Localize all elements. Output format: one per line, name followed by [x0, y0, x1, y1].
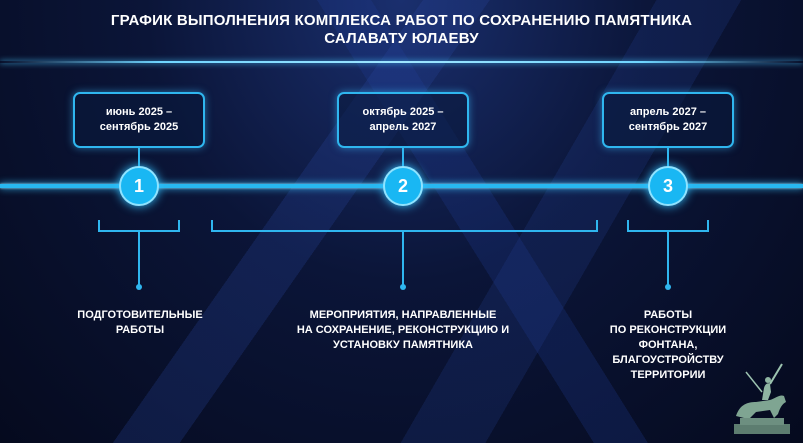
stage-1-connector [138, 232, 140, 286]
title-line-2: САЛАВАТУ ЮЛАЕВУ [324, 30, 479, 47]
stage-3-marker: 3 [648, 166, 688, 206]
stage-3-desc-line: РАБОТЫ [643, 309, 693, 321]
stage-3-date-end: сентябрь 2027 [628, 121, 708, 133]
stage-3-date-start: апрель 2027 – [629, 106, 707, 118]
stage-2-description: МЕРОПРИЯТИЯ, НАПРАВЛЕННЫЕ НА СОХРАНЕНИЕ,… [273, 308, 533, 353]
title-divider [0, 61, 803, 63]
stage-2-connector-dot [400, 284, 406, 290]
stage-1-date-start: июнь 2025 – [105, 106, 173, 118]
stage-1-marker: 1 [119, 166, 159, 206]
page-title: ГРАФИК ВЫПОЛНЕНИЯ КОМПЛЕКСА РАБОТ ПО СОХ… [0, 12, 803, 48]
stage-3-desc-line: ПО РЕКОНСТРУКЦИИ [609, 324, 727, 336]
stage-1-desc-line: РАБОТЫ [115, 324, 165, 336]
stage-2-desc-line: УСТАНОВКУ ПАМЯТНИКА [333, 339, 473, 351]
stage-1-connector-dot [136, 284, 142, 290]
stage-2-date-start: октябрь 2025 – [362, 106, 444, 118]
stage-3-connector-dot [665, 284, 671, 290]
stage-3-desc-line: ТЕРРИТОРИИ [630, 369, 706, 381]
stage-2-date-end: апрель 2027 [369, 121, 437, 133]
stage-2-desc-line: НА СОХРАНЕНИЕ, РЕКОНСТРУКЦИЮ И [296, 324, 510, 336]
stage-1-date-box: июнь 2025 – сентябрь 2025 [73, 92, 205, 148]
stage-2-date-box: октябрь 2025 – апрель 2027 [337, 92, 469, 148]
stage-3-desc-line: ФОНТАНА, [638, 339, 698, 351]
stage-3-date-box: апрель 2027 – сентябрь 2027 [602, 92, 734, 148]
stage-2-bracket [211, 220, 598, 232]
stage-2-desc-line: МЕРОПРИЯТИЯ, НАПРАВЛЕННЫЕ [309, 309, 497, 321]
stage-2-connector [402, 232, 404, 286]
stage-3-description: РАБОТЫ ПО РЕКОНСТРУКЦИИ ФОНТАНА, БЛАГОУС… [588, 308, 748, 383]
stage-1-bracket [98, 220, 180, 232]
stage-1-description: ПОДГОТОВИТЕЛЬНЫЕ РАБОТЫ [40, 308, 240, 338]
title-line-1: ГРАФИК ВЫПОЛНЕНИЯ КОМПЛЕКСА РАБОТ ПО СОХ… [110, 12, 693, 29]
stage-3-connector [667, 232, 669, 286]
stage-3-bracket [627, 220, 709, 232]
monument-icon [734, 363, 790, 434]
stage-1-date-end: сентябрь 2025 [99, 121, 179, 133]
stage-3-desc-line: БЛАГОУСТРОЙСТВУ [612, 354, 724, 366]
stage-2-marker: 2 [383, 166, 423, 206]
stage-1-desc-line: ПОДГОТОВИТЕЛЬНЫЕ [77, 309, 203, 321]
